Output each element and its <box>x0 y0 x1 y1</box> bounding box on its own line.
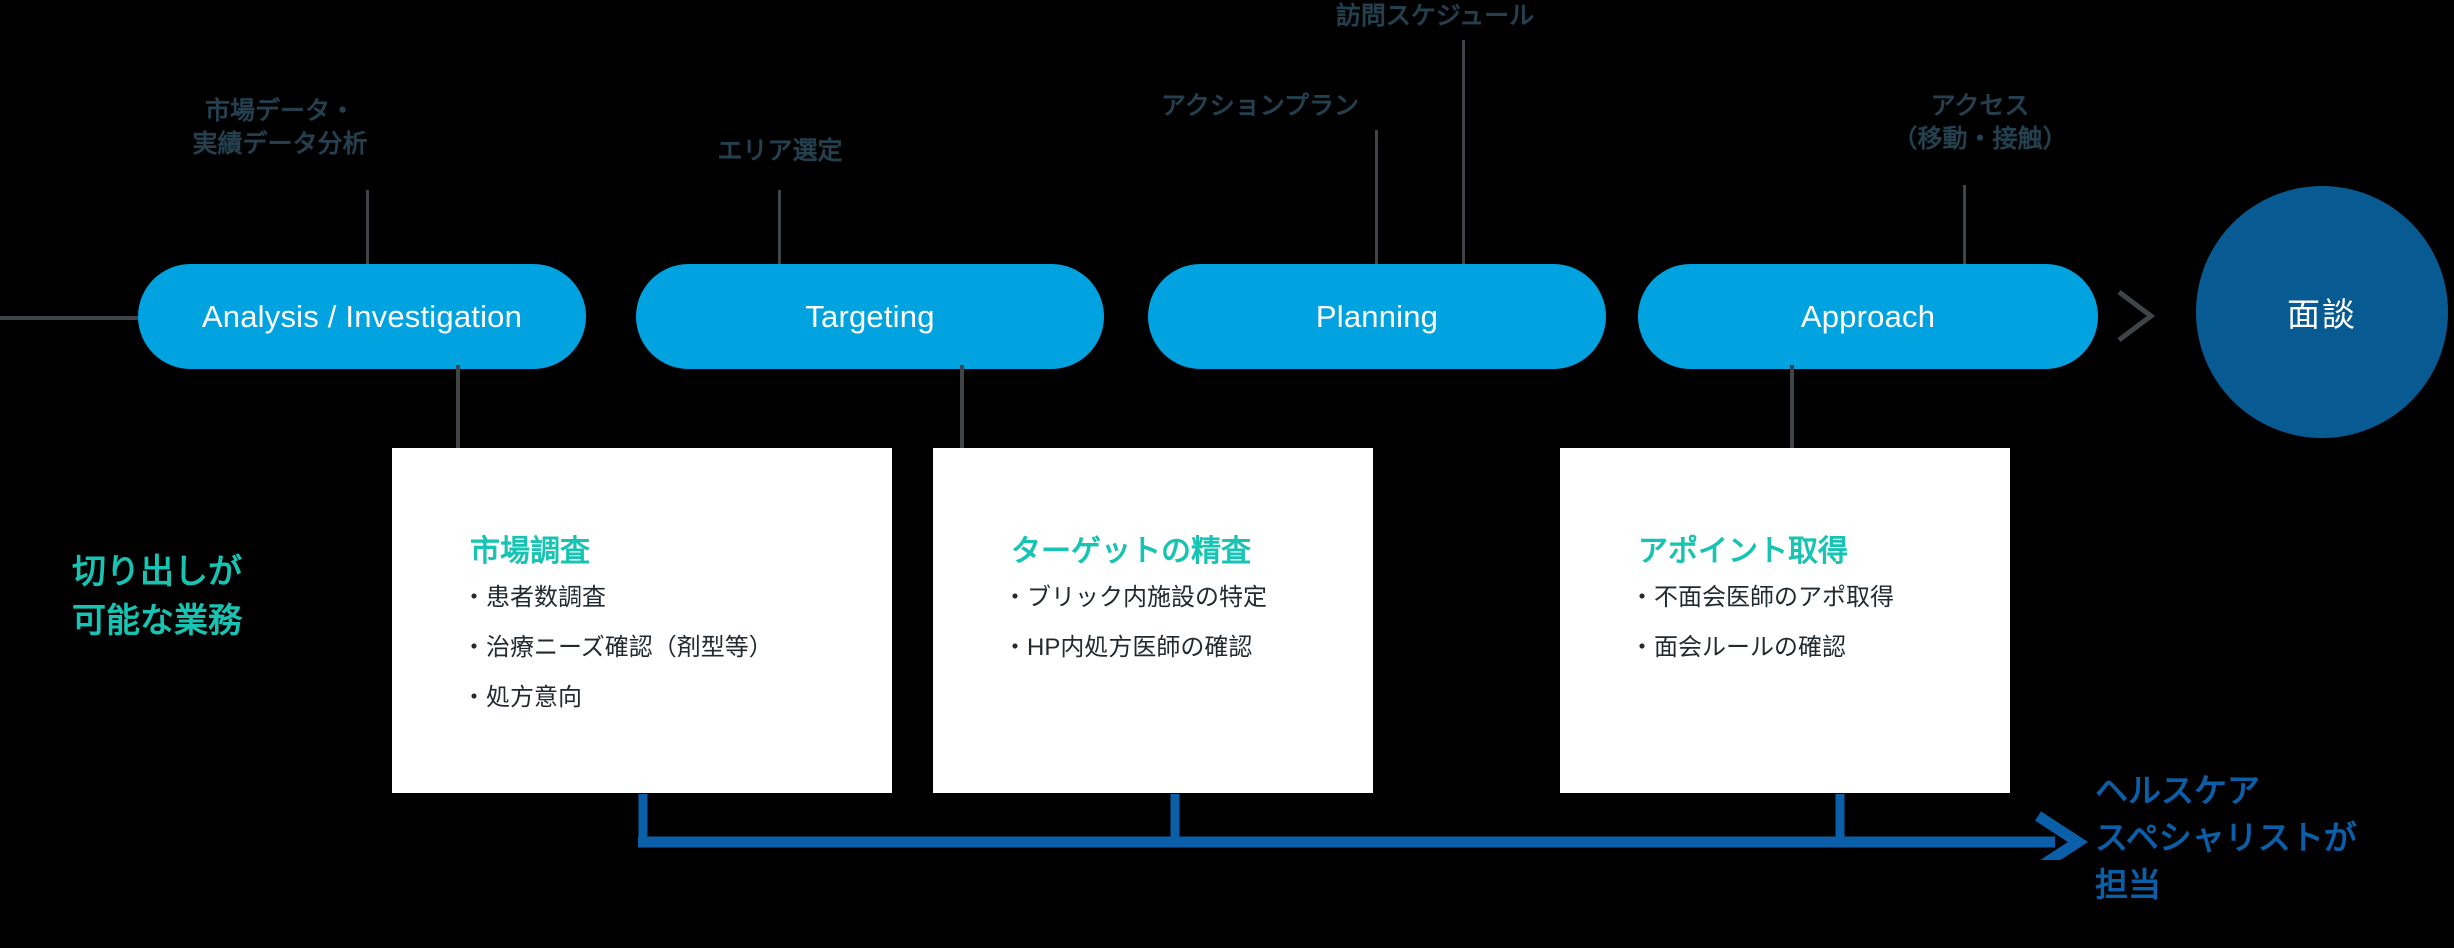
pill-label: Analysis / Investigation <box>201 298 523 334</box>
list-item: 面会ルールの確認 <box>1630 633 1894 663</box>
pill-targeting[interactable]: Targeting <box>636 264 1104 369</box>
list-item: 不面会医師のアポ取得 <box>1630 583 1894 613</box>
list-item: HP内処方医師の確認 <box>1003 633 1267 663</box>
pill-analysis-investigation[interactable]: Analysis / Investigation <box>138 264 586 369</box>
drop-connector-card-2 <box>960 365 964 448</box>
card-item-list: ブリック内施設の特定 HP内処方医師の確認 <box>1003 583 1267 683</box>
detail-card-appointment[interactable]: アポイント取得 不面会医師のアポ取得 面会ルールの確認 <box>1560 448 2010 793</box>
list-item: 治療ニーズ確認（剤型等） <box>462 633 773 663</box>
entry-line <box>0 316 150 320</box>
pill-approach[interactable]: Approach <box>1638 264 2098 369</box>
top-label-action-plan: アクションプラン <box>1160 92 1359 120</box>
card-title: 市場調査 <box>470 535 590 568</box>
card-item-list: 不面会医師のアポ取得 面会ルールの確認 <box>1630 583 1894 683</box>
top-label-market-data: 市場データ・ 実績データ分析 <box>192 97 368 158</box>
tick-market-data <box>366 190 369 264</box>
top-label-area-selection: エリア選定 <box>717 137 843 165</box>
pill-label: Planning <box>1315 298 1439 334</box>
pill-planning[interactable]: Planning <box>1148 264 1606 369</box>
detail-card-market-research[interactable]: 市場調査 患者数調査 治療ニーズ確認（剤型等） 処方意向 <box>392 448 892 793</box>
list-item: 患者数調査 <box>462 583 773 613</box>
tick-visit-schedule <box>1462 40 1465 264</box>
tick-action-plan <box>1375 130 1378 264</box>
outcome-circle-meeting[interactable]: 面談 <box>2196 186 2448 438</box>
list-item: ブリック内施設の特定 <box>1003 583 1267 613</box>
outcome-label: 面談 <box>2287 296 2357 333</box>
drop-connector-card-1 <box>456 365 460 448</box>
bottom-bracket-arrow <box>600 780 2100 860</box>
pill-label: Targeting <box>805 298 935 334</box>
card-title: ターゲットの精査 <box>1011 535 1251 568</box>
tick-area-selection <box>778 190 781 264</box>
caption-healthcare-specialist: ヘルスケア スペシャリストが 担当 <box>2095 772 2357 903</box>
list-item: 処方意向 <box>462 683 773 713</box>
chevron-right-icon <box>2113 288 2157 344</box>
detail-card-target-refinement[interactable]: ターゲットの精査 ブリック内施設の特定 HP内処方医師の確認 <box>933 448 1373 793</box>
card-item-list: 患者数調査 治療ニーズ確認（剤型等） 処方意向 <box>462 583 773 734</box>
tick-access <box>1963 185 1966 264</box>
card-title: アポイント取得 <box>1638 535 1848 568</box>
drop-connector-card-3 <box>1790 365 1794 448</box>
top-label-visit-schedule: 訪問スケジュール <box>1335 2 1535 30</box>
top-label-access: アクセス （移動・接触） <box>1892 92 2068 153</box>
pill-label: Approach <box>1800 298 1936 334</box>
caption-outsourceable-tasks: 切り出しが 可能な業務 <box>72 553 242 641</box>
